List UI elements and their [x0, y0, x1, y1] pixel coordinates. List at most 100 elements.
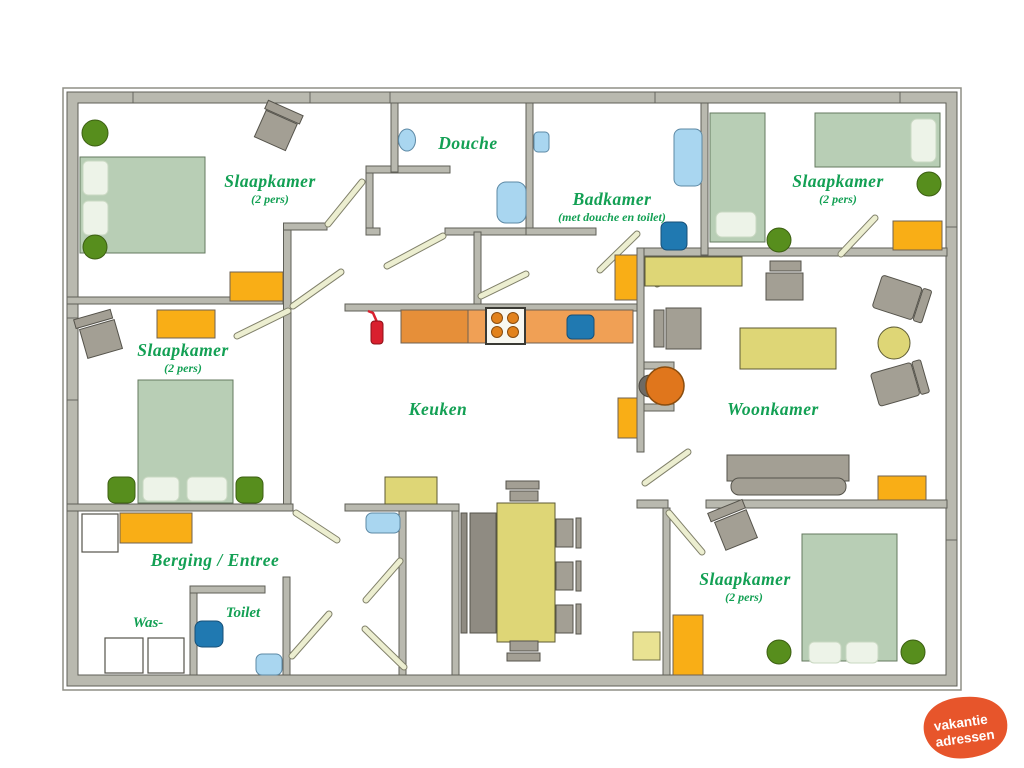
label-bedroom-bottom-right: Slaapkamer	[699, 569, 791, 589]
round-table	[877, 326, 911, 360]
double-bed	[801, 533, 898, 664]
plant	[916, 171, 942, 197]
shower	[496, 181, 527, 224]
kitchen-sink	[566, 314, 595, 340]
vakantieadressen-logo: vakantie adressen	[923, 696, 1008, 759]
label-keuken: Keuken	[408, 399, 467, 419]
door-leaf	[477, 270, 530, 300]
room-bedroom-top-left	[79, 99, 304, 302]
plant	[766, 639, 792, 665]
door-leaf	[837, 214, 879, 258]
dining-chair	[555, 560, 582, 592]
dining-chair	[555, 603, 582, 635]
door-leaf	[383, 232, 447, 270]
label-bedroom-top-left: Slaapkamer	[224, 171, 316, 191]
armchair	[872, 275, 932, 324]
bathtub	[673, 128, 703, 187]
label-badkamer: Badkamer	[572, 189, 652, 209]
sublabel-bedroom-top-right: (2 pers)	[819, 192, 857, 206]
sublabel-bedroom-bottom-right: (2 pers)	[725, 590, 763, 604]
label-berging: Berging / Entree	[150, 550, 280, 570]
room-labels: Slaapkamer (2 pers) Douche Badkamer (met…	[133, 133, 884, 631]
plant	[81, 119, 109, 147]
cabinet	[119, 512, 193, 544]
room-woonkamer	[638, 256, 932, 501]
door-leaf	[292, 509, 341, 544]
side-table	[632, 631, 661, 661]
nightstand	[107, 476, 136, 504]
label-toilet: Toilet	[226, 605, 261, 621]
cabinet	[877, 475, 927, 501]
sublabel-badkamer: (met douche en toilet)	[558, 210, 666, 224]
desk-chair	[253, 99, 304, 152]
label-bedroom-top-right: Slaapkamer	[792, 171, 884, 191]
desk	[384, 476, 438, 505]
single-bed	[814, 112, 941, 168]
door-leaf	[289, 268, 345, 310]
bench	[460, 512, 497, 634]
door-leaf	[362, 557, 404, 604]
fire-extinguisher-icon	[367, 309, 384, 345]
desk-chair	[73, 308, 124, 359]
cabinet	[156, 309, 216, 339]
ottoman	[765, 260, 804, 301]
door-leaf	[665, 509, 706, 556]
dining-chair	[505, 480, 540, 502]
tall-cabinet	[672, 614, 704, 676]
tall-cabinet	[614, 254, 638, 301]
room-bedroom-mid-left	[73, 308, 264, 504]
sofa	[726, 454, 850, 496]
cabinet	[892, 220, 943, 251]
dining-chair	[555, 517, 582, 549]
label-woonkamer: Woonkamer	[727, 399, 819, 419]
sideboard	[644, 256, 743, 287]
door-leaf	[324, 178, 366, 228]
room-toilet	[194, 620, 283, 676]
room-keuken	[367, 254, 638, 505]
wood-stove	[638, 366, 685, 406]
label-douche: Douche	[437, 133, 497, 153]
door-leaf	[233, 307, 292, 340]
plant	[766, 227, 792, 253]
room-bedroom-top-right	[709, 112, 943, 253]
nightstand	[235, 476, 264, 504]
stove	[485, 307, 526, 345]
room-douche	[398, 128, 527, 224]
window-ticks	[67, 92, 957, 541]
door-leaf	[596, 230, 641, 274]
coffee-table	[739, 327, 837, 370]
plant	[900, 639, 926, 665]
plant	[82, 234, 108, 260]
room-badkamer	[533, 128, 703, 251]
armchair	[653, 307, 702, 350]
washing-machine	[147, 637, 185, 674]
label-was: Was-	[133, 615, 164, 631]
washbasin	[255, 653, 283, 676]
dining-area	[460, 480, 661, 662]
label-bedroom-mid-left: Slaapkamer	[137, 340, 229, 360]
single-bed	[709, 112, 766, 243]
tall-cabinet	[617, 397, 638, 439]
toilet-bowl	[194, 620, 224, 648]
sublabel-bedroom-top-left: (2 pers)	[251, 192, 289, 206]
washbasin	[365, 512, 401, 534]
dining-table	[496, 502, 556, 643]
kitchen-counter	[400, 309, 469, 344]
double-bed	[137, 379, 234, 504]
toilet-bowl	[660, 221, 688, 251]
doors	[233, 178, 879, 671]
door-leaf	[361, 625, 408, 671]
washing-machine	[104, 637, 144, 674]
washbasin	[533, 131, 550, 153]
logo-blob-icon	[923, 696, 1008, 759]
cabinet	[229, 271, 284, 302]
fridge	[81, 513, 119, 553]
washbasin	[398, 128, 416, 152]
room-bedroom-bottom-right	[672, 498, 926, 676]
door-leaf	[641, 448, 692, 487]
sublabel-bedroom-mid-left: (2 pers)	[164, 361, 202, 375]
dining-chair	[506, 640, 541, 662]
door-leaf	[288, 610, 333, 660]
room-berging	[81, 512, 401, 674]
